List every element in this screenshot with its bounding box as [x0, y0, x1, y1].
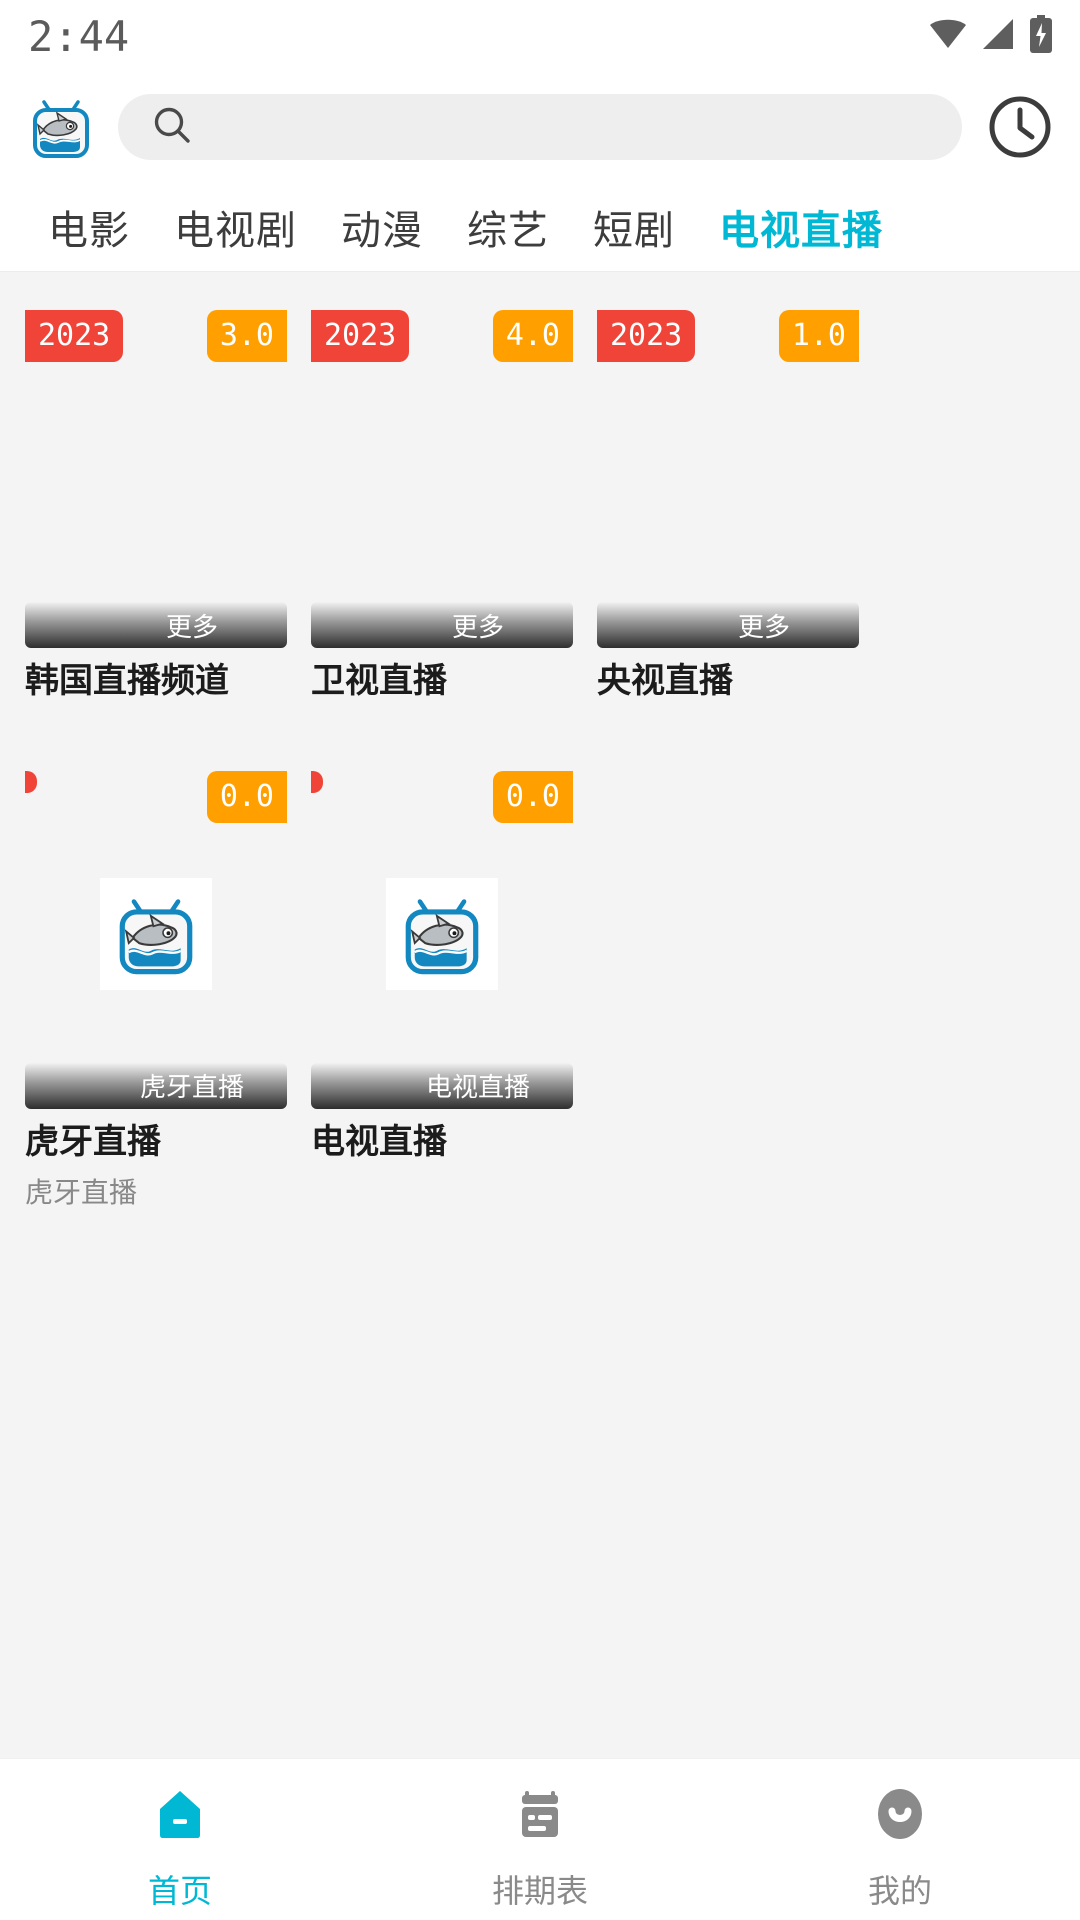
score-badge: 4.0	[492, 310, 573, 362]
status-time: 2:44	[28, 11, 130, 61]
nav-label-home: 首页	[147, 1873, 212, 1909]
tab-live-tv[interactable]: 电视直播	[719, 208, 883, 253]
tab-movie[interactable]: 电影	[48, 208, 130, 253]
tab-tv-series[interactable]: 电视剧	[174, 208, 297, 253]
nav-label-schedule: 排期表	[491, 1873, 588, 1909]
search-icon	[152, 105, 192, 150]
row-spacer	[0, 703, 1080, 759]
nav-item-schedule[interactable]: 排期表	[360, 1783, 720, 1912]
signal-icon	[980, 17, 1016, 56]
card-title: 卫视直播	[311, 662, 447, 700]
nav-label-profile: 我的	[867, 1873, 932, 1909]
app-header	[0, 72, 1080, 182]
calendar-schedule-icon	[509, 1783, 571, 1850]
poster-thumbnail[interactable]: 2023 1.0	[597, 298, 859, 648]
profile-icon	[869, 1783, 931, 1850]
card-grid-row-2: 0.0 虎牙直播 虎牙直播 虎牙直播	[0, 758, 1080, 1212]
score-badge: 0.0	[492, 770, 573, 823]
home-icon	[149, 1783, 211, 1850]
poster-thumbnail[interactable]: 0.0	[25, 758, 287, 1109]
note-bar: 虎牙直播	[25, 1062, 287, 1109]
clock-history-icon[interactable]	[982, 89, 1058, 165]
card-grid-row-1: 2023 3.0 更多 韩国直播频道 2023 4.0 更多 卫视直播 2023…	[0, 298, 1080, 703]
tab-short-drama[interactable]: 短剧	[593, 208, 675, 253]
score-badge: 3.0	[206, 310, 287, 362]
status-icons	[928, 14, 1054, 58]
tab-anime[interactable]: 动漫	[341, 208, 423, 253]
note-bar: 更多	[311, 602, 573, 648]
shark-tv-logo	[386, 877, 498, 990]
card-title: 韩国直播频道	[25, 662, 229, 700]
nav-item-profile[interactable]: 我的	[720, 1783, 1080, 1912]
poster-thumbnail[interactable]: 2023 4.0	[311, 298, 573, 648]
poster-thumbnail[interactable]: 2023 3.0	[25, 298, 287, 648]
grid-empty-slot	[597, 759, 859, 1212]
year-badge: 2023	[597, 310, 696, 362]
list-item[interactable]: 0.0 电视直播 电视直播	[311, 758, 573, 1212]
note-bar: 更多	[597, 602, 859, 648]
content-area: 2023 3.0 更多 韩国直播频道 2023 4.0 更多 卫视直播 2023…	[0, 272, 1080, 1920]
status-bar: 2:44	[0, 0, 1080, 72]
note-bar: 更多	[25, 602, 287, 648]
year-badge	[25, 770, 37, 793]
list-item[interactable]: 2023 1.0 更多 央视直播	[597, 298, 859, 703]
category-tabs: 电影 电视剧 动漫 综艺 短剧 电视直播	[0, 182, 1080, 272]
nav-item-home[interactable]: 首页	[0, 1783, 360, 1912]
bottom-navigation: 首页 排期表 我的	[0, 1758, 1080, 1920]
note-bar: 电视直播	[311, 1062, 573, 1109]
list-item[interactable]: 2023 3.0 更多 韩国直播频道	[25, 298, 287, 703]
poster-thumbnail[interactable]: 0.0	[311, 758, 573, 1109]
score-badge: 0.0	[206, 770, 287, 823]
year-badge: 2023	[25, 310, 124, 362]
card-title: 央视直播	[597, 662, 733, 700]
wifi-icon	[928, 17, 968, 56]
year-badge: 2023	[311, 310, 410, 362]
year-badge	[311, 770, 323, 793]
shark-tv-logo[interactable]	[24, 90, 98, 164]
tab-variety[interactable]: 综艺	[467, 208, 549, 253]
battery-charging-icon	[1028, 14, 1054, 58]
score-badge: 1.0	[778, 310, 859, 362]
search-input[interactable]	[208, 110, 928, 144]
card-title: 虎牙直播	[25, 1122, 161, 1161]
list-item[interactable]: 2023 4.0 更多 卫视直播	[311, 298, 573, 703]
shark-tv-logo	[100, 877, 212, 990]
search-bar[interactable]	[118, 94, 962, 160]
card-title: 电视直播	[311, 1122, 447, 1161]
card-subtitle: 虎牙直播	[25, 1177, 138, 1208]
list-item[interactable]: 0.0 虎牙直播 虎牙直播 虎牙直播	[25, 758, 287, 1212]
